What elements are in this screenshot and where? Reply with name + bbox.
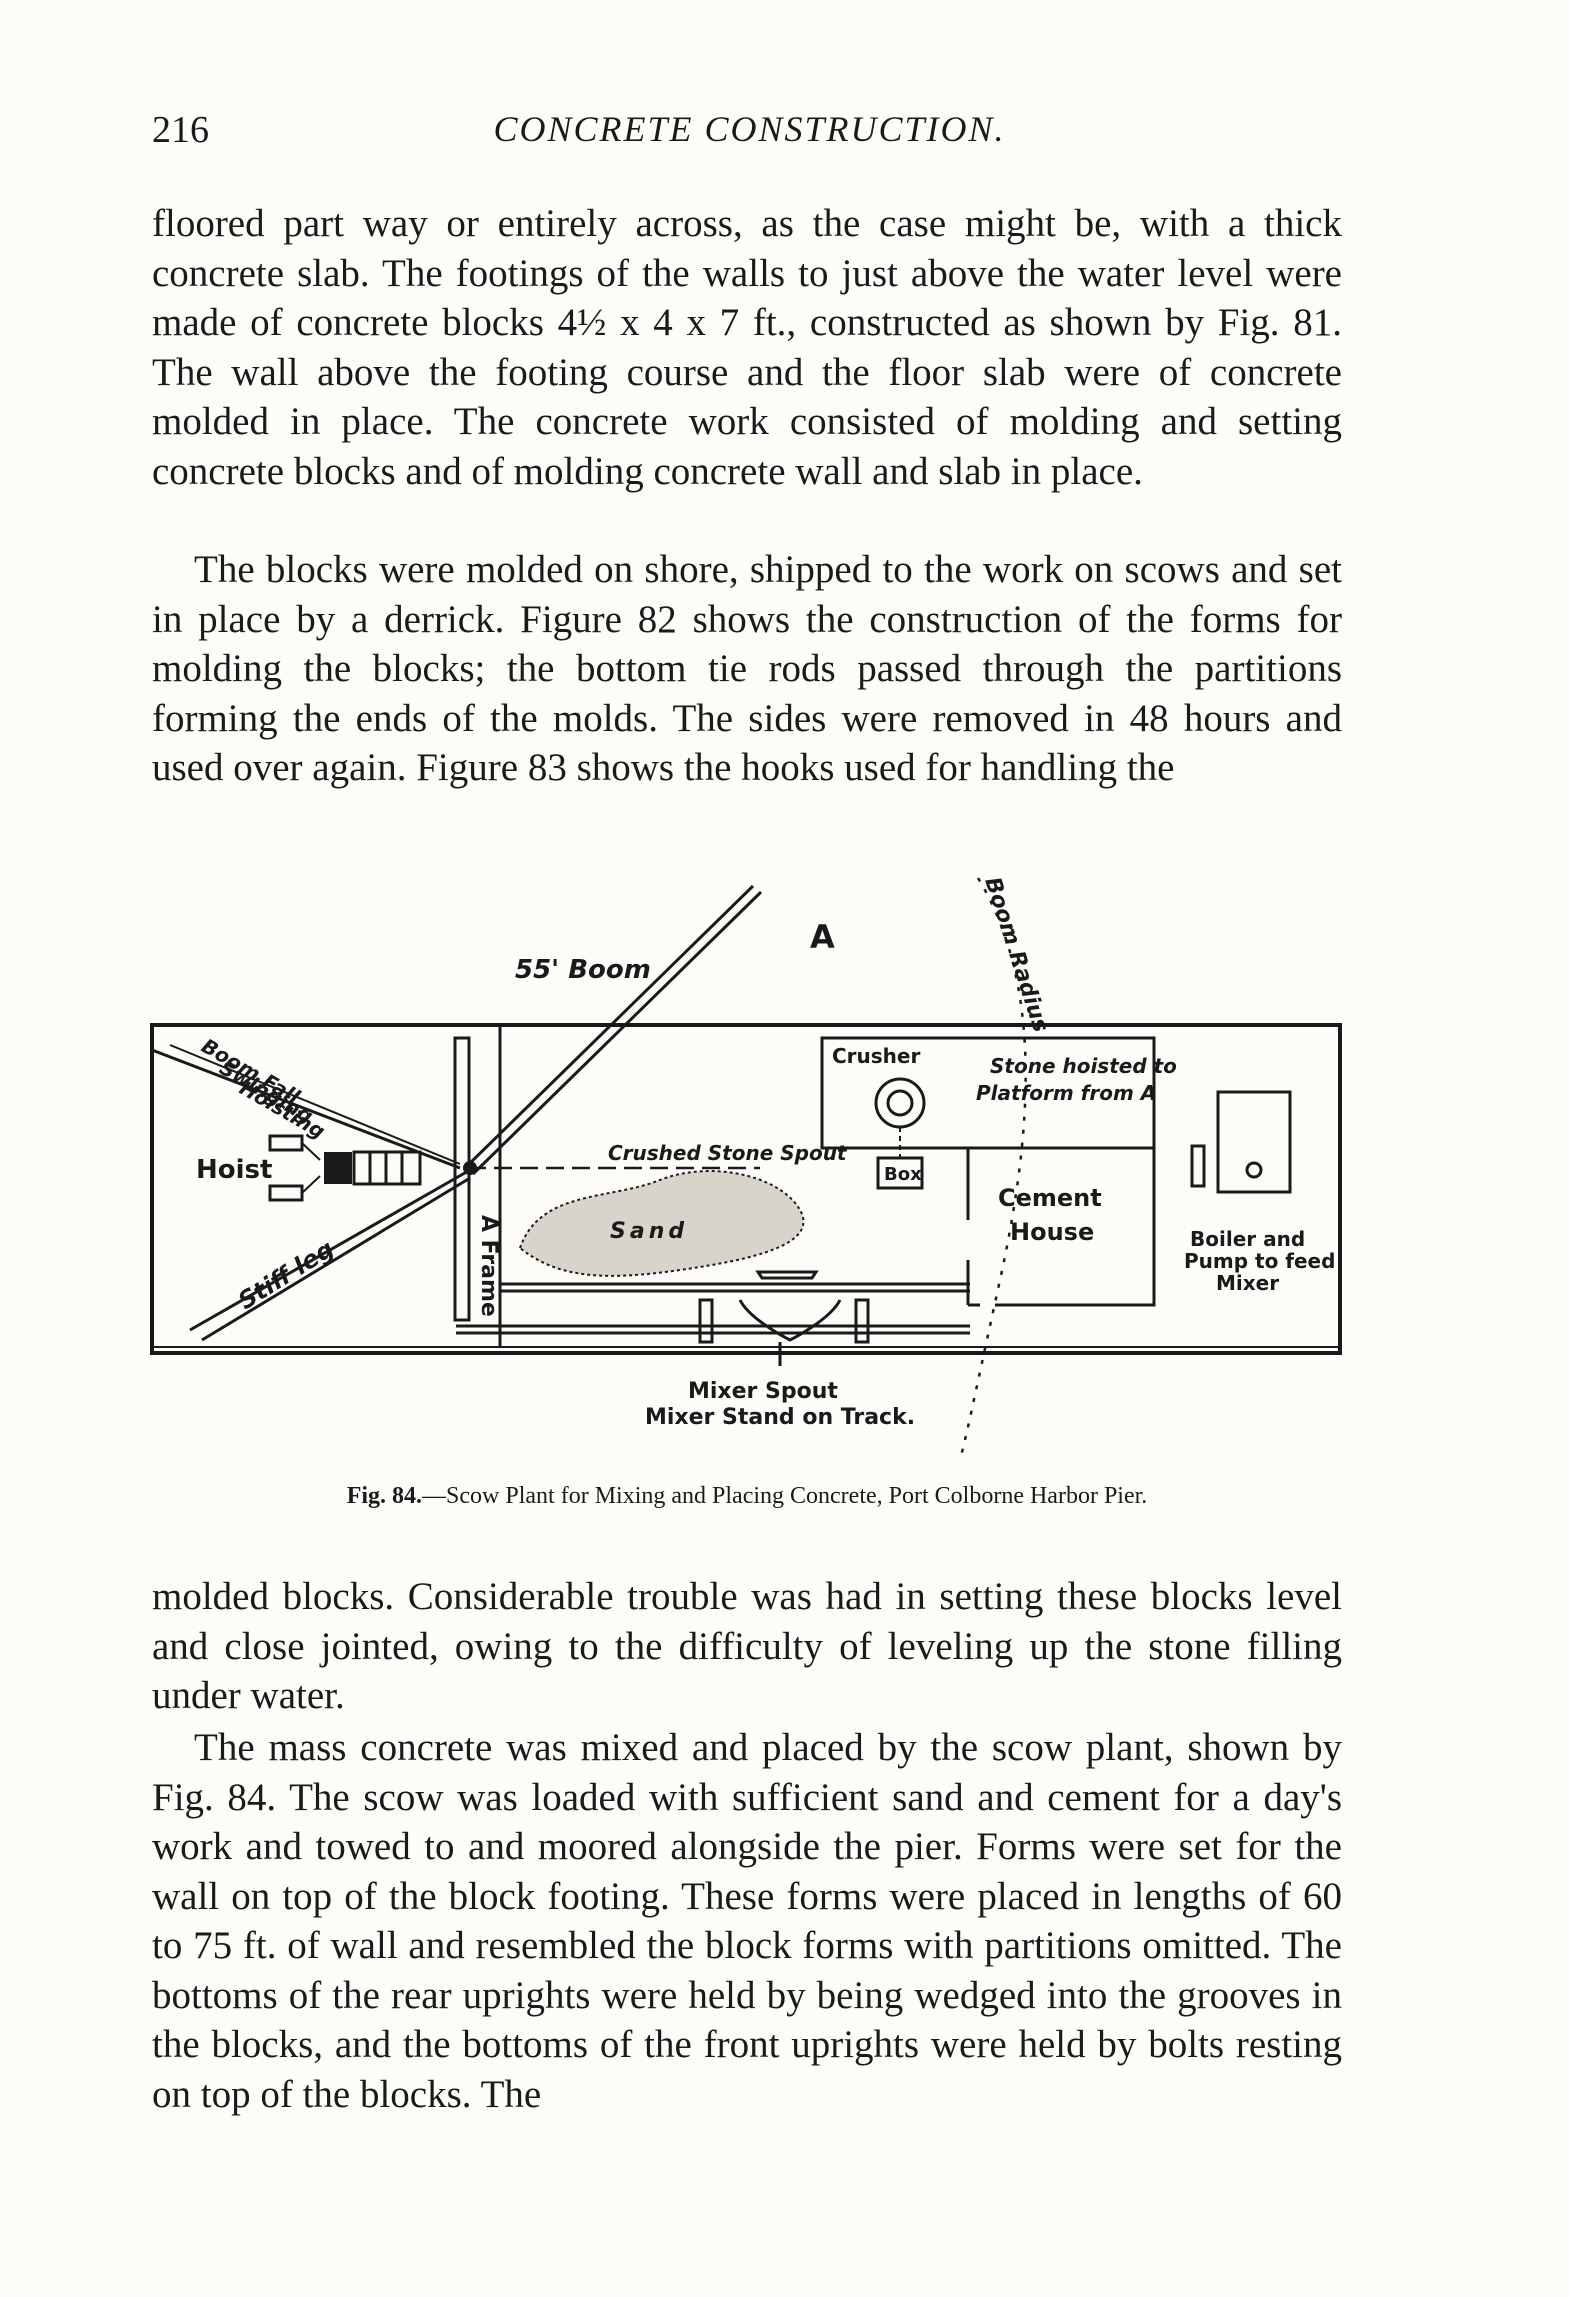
a-frame (453, 1036, 471, 1322)
boom-radius-label: Boom Radius (979, 874, 1053, 1035)
hoist-link-2 (301, 1175, 321, 1194)
boiler-label-2: Pump to feed (1184, 1249, 1335, 1273)
cement-house-walls (968, 1146, 1156, 1307)
crusher-label: Crusher (832, 1044, 920, 1068)
boom-label: 55' Boom (515, 955, 651, 985)
mixer-stand-right (854, 1298, 870, 1344)
cement-house-label-1: Cement (998, 1184, 1102, 1212)
scow-plant-diagram: 55' Boom A Boom Radius Boom Fall Swingin… (150, 874, 1342, 1461)
crusher-inner (886, 1089, 914, 1117)
hoist-link-1 (301, 1142, 321, 1161)
boiler-label-1: Boiler and (1190, 1227, 1305, 1251)
mixer-spout-label: Mixer Spout (688, 1379, 838, 1404)
mixer-stand-label: Mixer Stand on Track. (645, 1405, 915, 1430)
scow-outline (150, 1023, 1342, 1355)
page-header: 216 CONCRETE CONSTRUCTION. (152, 108, 1347, 164)
crushed-stone-spout-label: Crushed Stone Spout (608, 1141, 848, 1165)
boom-line-1 (463, 884, 755, 1170)
feed-pump (1190, 1144, 1206, 1188)
mixer-stand-left (698, 1298, 714, 1344)
running-head: CONCRETE CONSTRUCTION. (493, 109, 1006, 149)
box-label: Box (884, 1164, 922, 1185)
crusher-outer (874, 1077, 926, 1129)
box (876, 1156, 924, 1190)
stone-hoisted-label-2: Platform from A (976, 1081, 1156, 1105)
sand-label: Sand (610, 1219, 688, 1244)
paragraph-2: The blocks were molded on shore, shipped… (152, 548, 1342, 789)
swinging-line (169, 1044, 461, 1165)
caption-text: —Scow Plant for Mixing and Placing Concr… (422, 1483, 1148, 1509)
boom-radius-arc (958, 877, 1027, 1461)
figure-caption: Fig. 84.—Scow Plant for Mixing and Placi… (152, 1483, 1342, 1509)
figure-84: 55' Boom A Boom Radius Boom Fall Swingin… (140, 860, 1360, 1461)
sand-pile (518, 1170, 805, 1277)
paragraph-4: The mass concrete was mixed and placed b… (152, 1726, 1342, 2116)
cement-house-label-2: House (1010, 1218, 1094, 1246)
point-a-label: A (810, 918, 835, 956)
mixer-bowl (738, 1299, 842, 1342)
paragraph-1: floored part way or entirely across, as … (152, 202, 1342, 493)
boiler (1216, 1090, 1292, 1194)
boiler-door (1245, 1161, 1263, 1179)
hoist-drum-top (268, 1134, 304, 1152)
hoist-label: Hoist (196, 1155, 272, 1185)
paragraph-3: molded blocks. Considerable trouble was … (152, 1575, 1342, 1717)
mixer-top (755, 1270, 819, 1280)
boom-fall-line (151, 1048, 461, 1170)
boiler-label-3: Mixer (1216, 1271, 1279, 1295)
boom-line-2 (471, 890, 763, 1176)
hoist-drum-bottom (268, 1184, 304, 1202)
stiff-leg-2 (201, 1176, 471, 1342)
a-frame-label: A Frame (476, 1215, 501, 1317)
stone-hoisted-label-1: Stone hoisted to (990, 1054, 1177, 1078)
hoist-engine-a (324, 1152, 352, 1184)
stiff-leg-1 (189, 1168, 471, 1332)
page-number: 216 (152, 109, 209, 151)
caption-label: Fig. 84. (346, 1483, 423, 1509)
stiff-leg-label: Stiff leg (233, 1235, 339, 1315)
